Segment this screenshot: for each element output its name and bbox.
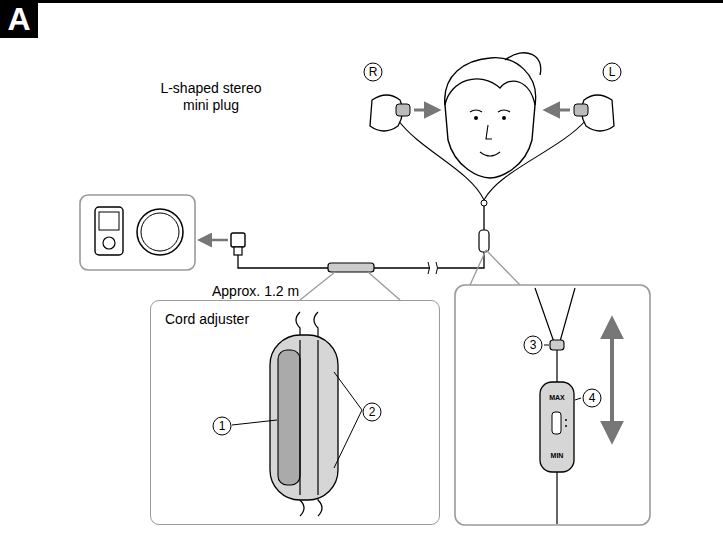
callout-number: 2: [363, 403, 382, 422]
zoom-panel: Cord adjuster: [150, 300, 440, 525]
volume-marking: MIN: [551, 452, 564, 460]
section-heading: A: [0, 0, 38, 38]
callout-number: 4: [583, 389, 602, 408]
side-marker: L: [603, 63, 622, 82]
part-label: L-shaped stereo mini plug: [152, 80, 270, 114]
side-marker: R: [364, 63, 383, 82]
callout-number: 3: [524, 336, 543, 355]
volume-marking: MAX: [549, 394, 565, 402]
panel-heading: Cord adjuster: [165, 311, 249, 328]
callout-number: 1: [213, 417, 232, 436]
dimension-label: Approx. 1.2 m: [212, 283, 299, 300]
